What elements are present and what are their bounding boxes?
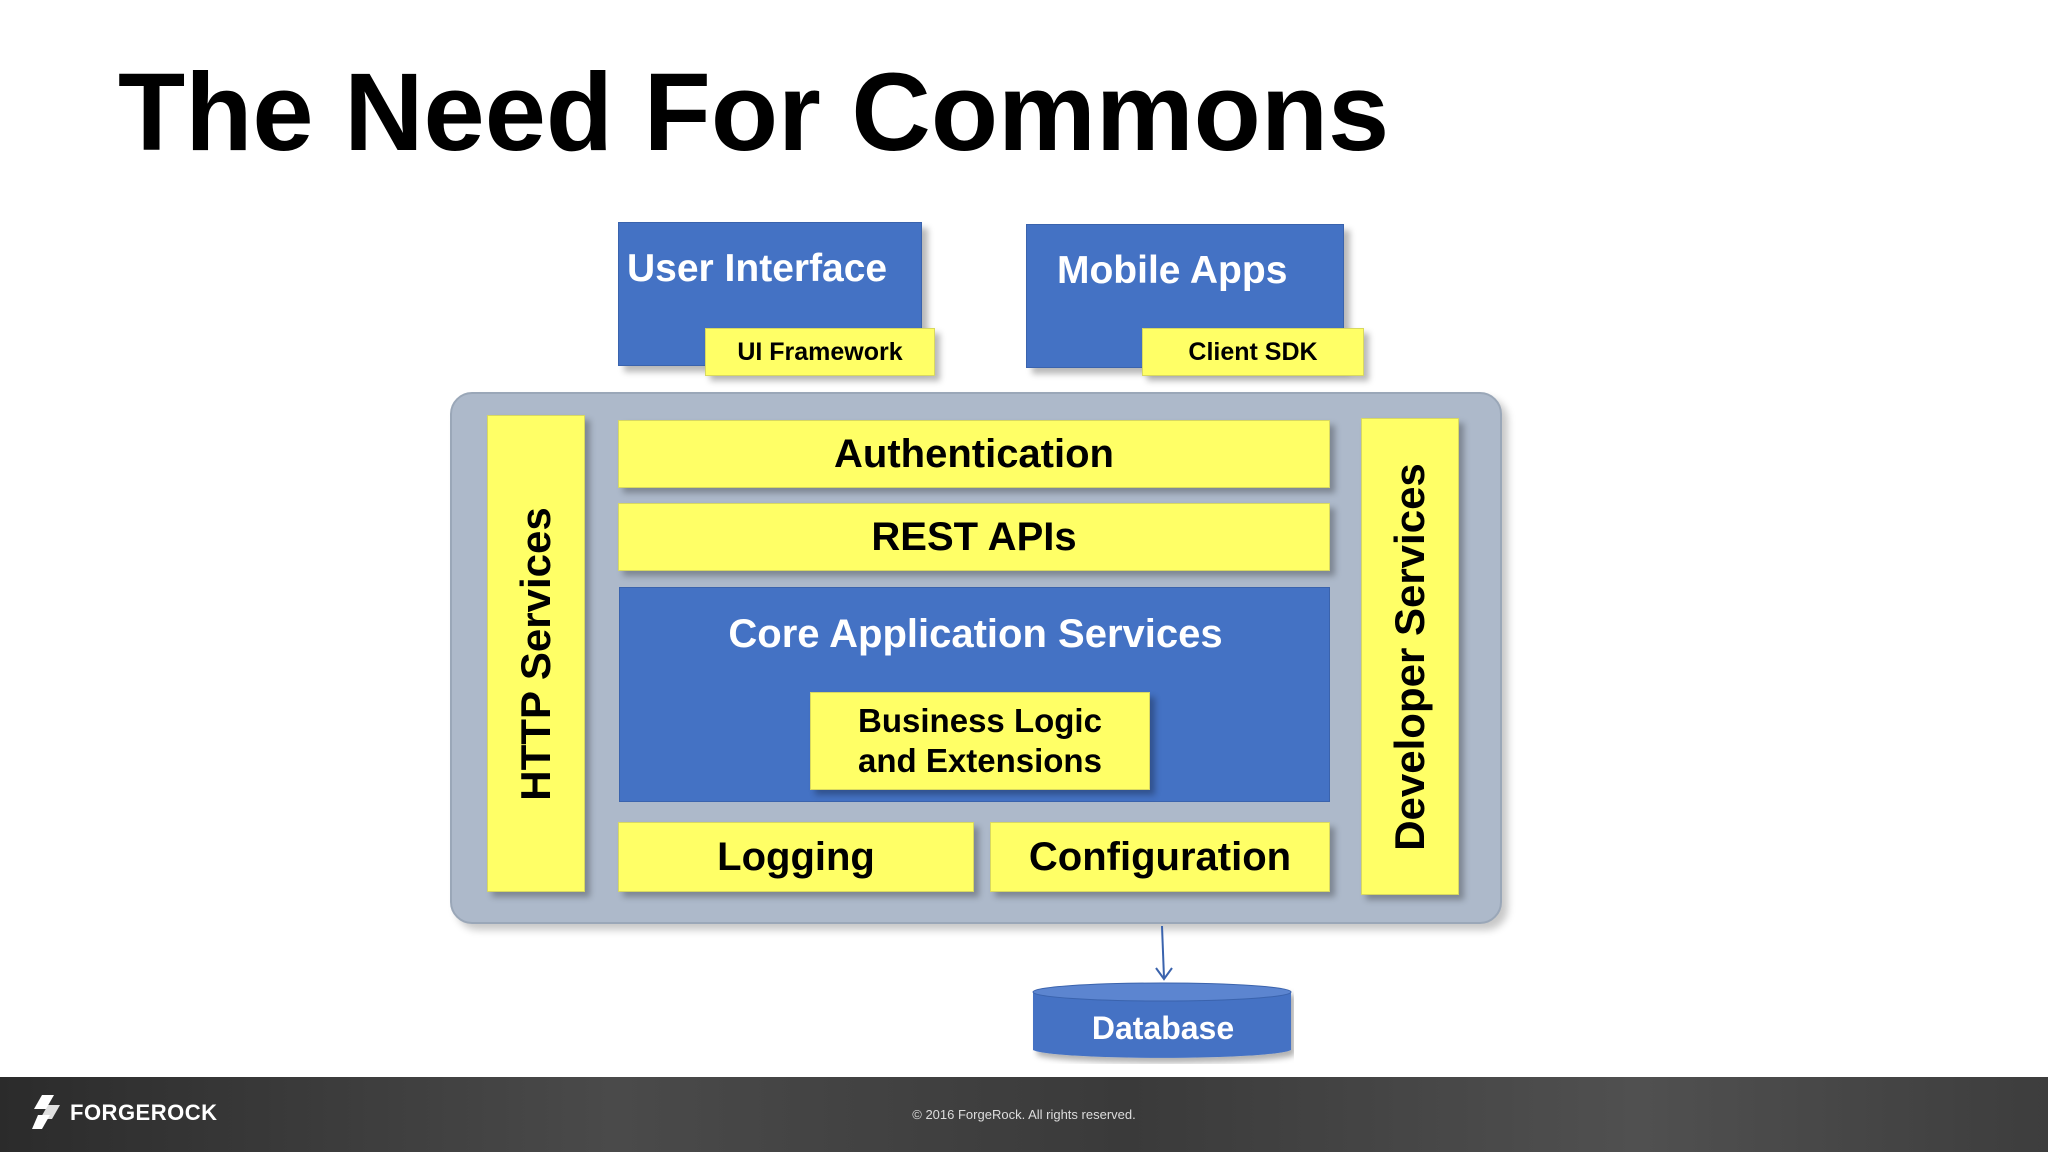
logging-box: Logging xyxy=(618,822,974,892)
arrow-to-database xyxy=(1155,925,1173,981)
http-services-label: HTTP Services xyxy=(512,506,559,801)
database-icon xyxy=(1032,982,1292,1058)
forgerock-logo: FORGEROCK xyxy=(32,1093,218,1133)
ui-framework-box: UI Framework xyxy=(705,328,935,376)
footer-copyright: © 2016 ForgeRock. All rights reserved. xyxy=(912,1107,1136,1122)
developer-services-label: Developer Services xyxy=(1386,462,1433,851)
business-logic-box: Business Logic and Extensions xyxy=(810,692,1150,790)
http-services-box: HTTP Services xyxy=(487,415,585,892)
mobile-apps-label: Mobile Apps xyxy=(1057,249,1288,292)
developer-services-box: Developer Services xyxy=(1361,418,1459,895)
authentication-box: Authentication xyxy=(618,420,1330,488)
client-sdk-box: Client SDK xyxy=(1142,328,1364,376)
user-interface-label: User Interface xyxy=(627,247,888,290)
database-cylinder: Database xyxy=(1032,982,1294,1064)
forgerock-brand: FORGEROCK xyxy=(70,1100,218,1125)
rest-apis-box: REST APIs xyxy=(618,503,1330,571)
configuration-box: Configuration xyxy=(990,822,1330,892)
forgerock-logo-icon xyxy=(32,1095,60,1129)
business-logic-line1: Business Logic xyxy=(858,702,1102,740)
slide-title: The Need For Commons xyxy=(118,51,1390,174)
core-application-services-label: Core Application Services xyxy=(728,612,1223,656)
database-label: Database xyxy=(1091,1010,1235,1046)
business-logic-line2: and Extensions xyxy=(858,742,1102,779)
footer-bar xyxy=(0,1077,2048,1152)
